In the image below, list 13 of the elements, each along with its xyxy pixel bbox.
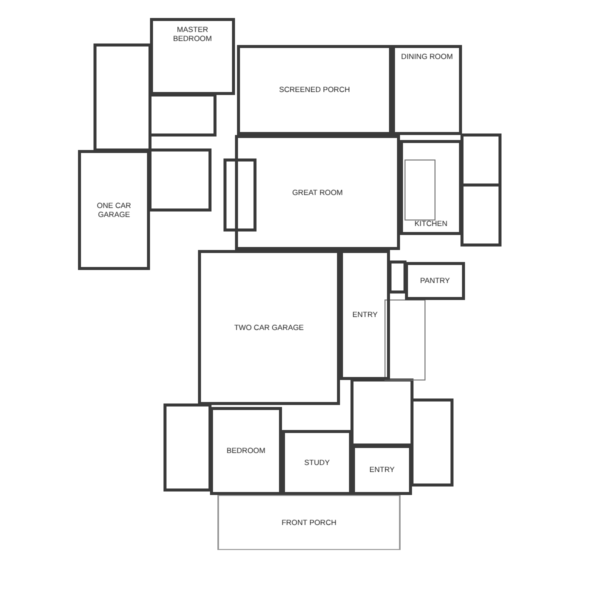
room [198,250,340,405]
room [210,407,282,495]
room [400,140,462,235]
room [340,250,390,380]
room [392,45,462,135]
room [235,135,400,250]
room [150,18,235,95]
room [78,150,150,270]
room [282,430,352,495]
porch-area [218,495,400,550]
room [352,445,412,495]
room [237,45,392,135]
room [405,262,465,300]
